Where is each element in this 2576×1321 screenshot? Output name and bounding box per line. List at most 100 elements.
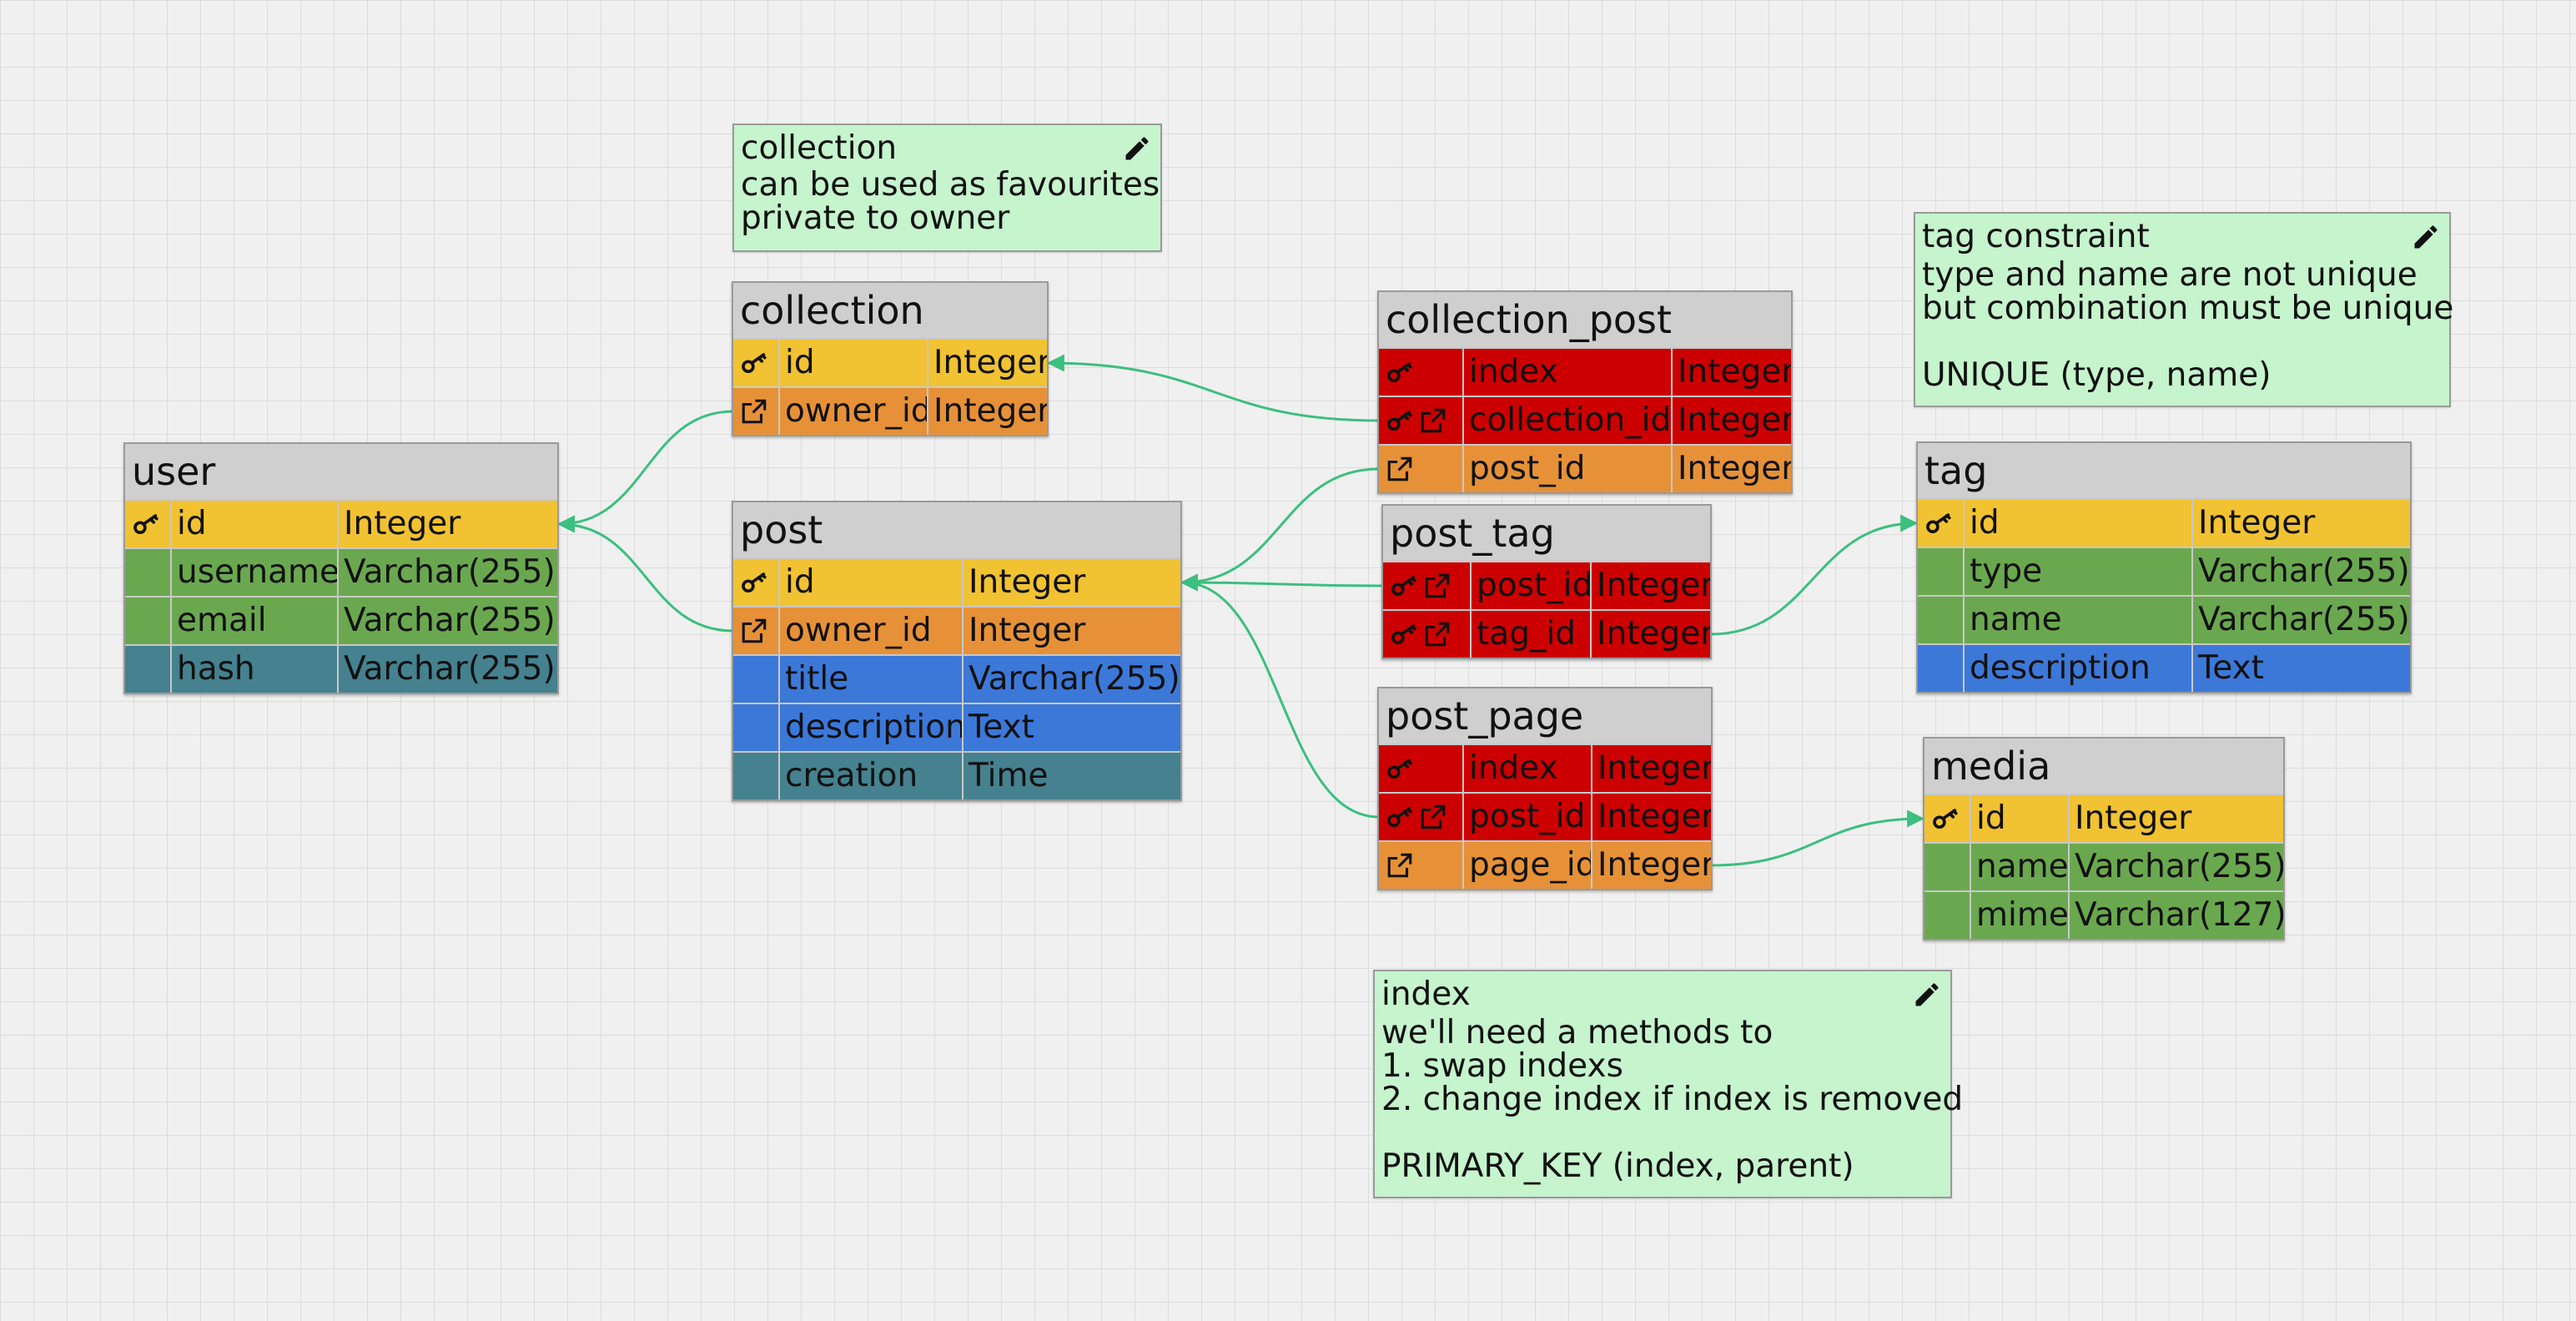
relation-line[interactable] xyxy=(1180,573,1380,819)
field-name[interactable]: post_id xyxy=(1464,446,1671,492)
field-type[interactable]: Varchar(255) xyxy=(339,549,557,596)
field-name[interactable]: title xyxy=(780,656,962,703)
field-type[interactable]: Varchar(255) xyxy=(963,656,1180,703)
relation-line[interactable] xyxy=(1180,573,1384,592)
field-name[interactable]: mime xyxy=(1971,892,2068,939)
relation-line[interactable] xyxy=(556,515,734,633)
field-name[interactable]: id xyxy=(172,501,337,547)
field-type[interactable]: Text xyxy=(2193,645,2410,692)
field-name[interactable]: index xyxy=(1464,349,1671,396)
relation-line[interactable] xyxy=(1180,467,1380,592)
field-type[interactable]: Integer xyxy=(963,608,1180,654)
field-name[interactable]: username xyxy=(172,549,337,596)
field-type[interactable]: Integer xyxy=(928,340,1047,386)
pencil-icon[interactable] xyxy=(1122,134,1152,167)
field-name[interactable]: id xyxy=(1971,795,2068,842)
field-name[interactable]: page_id xyxy=(1464,842,1591,889)
field-type[interactable]: Varchar(255) xyxy=(2070,844,2283,890)
field-type[interactable]: Integer xyxy=(2070,795,2283,842)
note-index[interactable]: index we'll need a methods to 1. swap in… xyxy=(1373,970,1963,1198)
relation-line[interactable] xyxy=(1710,809,1925,867)
field-type[interactable]: Integer xyxy=(1592,611,1710,658)
field-type[interactable]: Integer xyxy=(1592,842,1711,889)
field-name[interactable]: name xyxy=(1971,844,2068,890)
table-title[interactable]: post_tag xyxy=(1383,506,1710,561)
pencil-icon[interactable] xyxy=(2411,222,2441,255)
table-title[interactable]: media xyxy=(1924,739,2283,794)
field-type[interactable]: Varchar(127) xyxy=(2070,892,2283,939)
table-title[interactable]: post xyxy=(733,502,1180,557)
field-type[interactable]: Time xyxy=(963,753,1180,799)
field-name[interactable]: type xyxy=(1965,548,2191,595)
table-title[interactable]: user xyxy=(125,444,557,499)
field-name[interactable]: post_id xyxy=(1464,794,1591,840)
pencil-icon[interactable] xyxy=(1912,980,1942,1013)
field-type[interactable]: Integer xyxy=(928,388,1047,435)
field-name[interactable]: id xyxy=(1965,500,2191,547)
field-name[interactable]: hash xyxy=(172,646,337,693)
note-tag-constraint[interactable]: tag constraint type and name are not uni… xyxy=(1914,212,2453,407)
field-type[interactable]: Integer xyxy=(1592,794,1711,840)
field-type[interactable]: Text xyxy=(963,704,1180,751)
field-type[interactable]: Integer xyxy=(963,559,1180,606)
field-type[interactable]: Integer xyxy=(1673,349,1791,396)
relation-line[interactable] xyxy=(556,410,734,533)
relation-line[interactable] xyxy=(1709,514,1919,636)
field-name[interactable]: description xyxy=(780,704,962,751)
field-type[interactable]: Varchar(255) xyxy=(339,597,557,644)
field-type[interactable]: Integer xyxy=(2193,500,2410,547)
field-type[interactable]: Varchar(255) xyxy=(2193,597,2410,643)
field-name[interactable]: id xyxy=(780,559,962,606)
field-name[interactable]: name xyxy=(1965,597,2191,643)
table-title[interactable]: post_page xyxy=(1379,688,1711,744)
table-title[interactable]: collection_post xyxy=(1379,292,1791,347)
field-name[interactable]: description xyxy=(1965,645,2191,692)
field-name[interactable]: collection_id xyxy=(1464,397,1671,444)
field-name[interactable]: email xyxy=(172,597,337,644)
field-type[interactable]: Varchar(255) xyxy=(2193,548,2410,595)
field-name[interactable]: tag_id xyxy=(1472,611,1590,658)
field-type[interactable]: Integer xyxy=(339,501,557,547)
table-title[interactable]: tag xyxy=(1918,443,2410,498)
note-collection[interactable]: collection can be used as favourites pri… xyxy=(732,124,1162,252)
field-type[interactable]: Integer xyxy=(1673,397,1791,444)
table-title[interactable]: collection xyxy=(733,283,1047,338)
field-type[interactable]: Integer xyxy=(1673,446,1791,492)
field-name[interactable]: owner_id xyxy=(780,388,927,435)
field-name[interactable]: creation xyxy=(780,753,962,799)
field-name[interactable]: post_id xyxy=(1472,562,1590,609)
relation-line[interactable] xyxy=(1046,354,1380,422)
